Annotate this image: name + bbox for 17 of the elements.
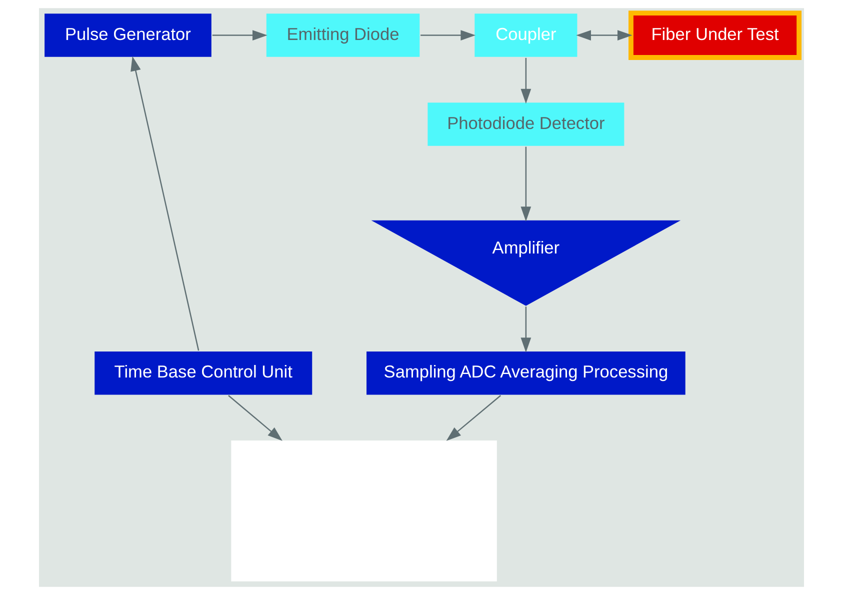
- arrow: [228, 395, 282, 441]
- node-box: Coupler: [472, 12, 578, 58]
- arrow: [420, 30, 476, 40]
- node-box: Sampling ADC Averaging Processing: [364, 350, 686, 396]
- node-box: Photodiode Detector: [426, 101, 625, 148]
- arrow: [130, 56, 199, 351]
- arrow: [212, 30, 267, 40]
- arrow: [520, 58, 531, 104]
- arrow: [520, 306, 531, 352]
- arrow: [576, 30, 632, 40]
- node-box: Pulse Generator: [42, 12, 212, 58]
- node-box: Emitting Diode: [264, 12, 420, 58]
- arrow: [446, 395, 501, 441]
- node-box: Fiber Under Test: [628, 10, 802, 60]
- arrow: [520, 146, 531, 222]
- node-box: Time Base Control Unit: [92, 350, 313, 396]
- node-box: [229, 439, 498, 583]
